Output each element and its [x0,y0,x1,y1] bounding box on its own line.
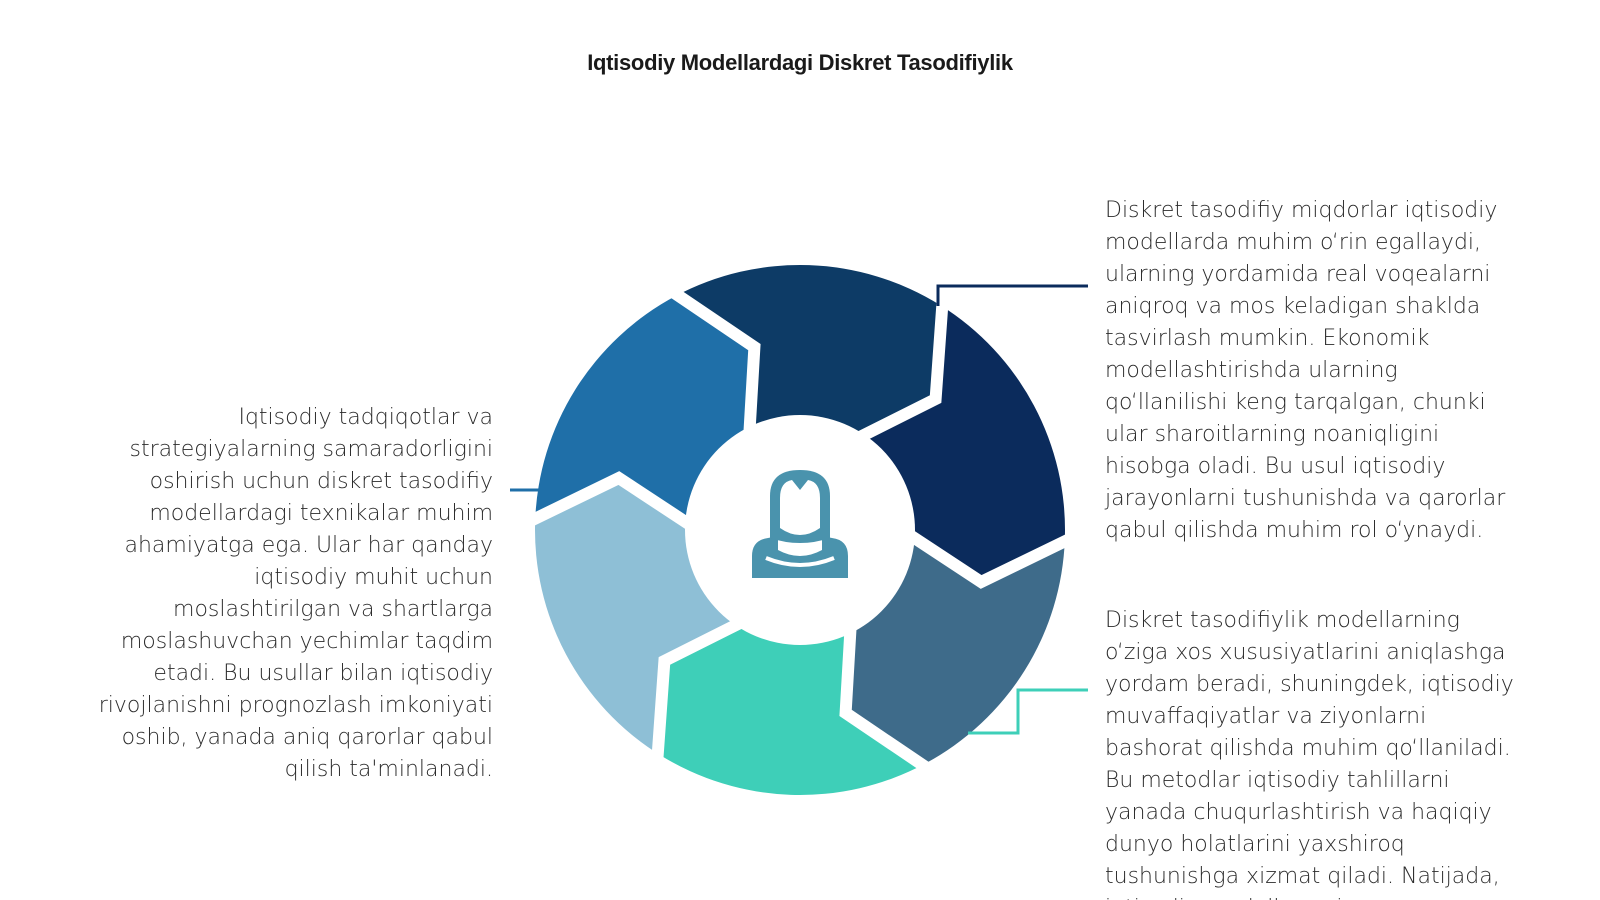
segment-gap-3 [904,528,1072,589]
cycle-segment-4 [659,624,925,795]
segment-gap-1 [670,287,761,435]
right-top-description: Diskret tasodifiy miqdorlar iqtisodiy mo… [1105,198,1506,543]
cycle-segment-3 [845,533,1065,764]
left-description: Iqtisodiy tadqiqotlar va strategiyalarni… [98,405,493,782]
segment-gap-2 [854,301,949,444]
cycle-segment-6 [535,296,755,527]
cycle-segment-1 [675,264,941,436]
connector-right-top [936,284,1088,306]
segment-gaps [528,287,1072,773]
page-title: Iqtisodiy Modellardagi Diskret Tasodifiy… [587,50,1013,75]
segment-gap-5 [651,616,746,759]
segment-gap-4 [839,625,930,773]
person-icon [752,470,848,578]
connector-right-bottom [968,688,1088,735]
segment-gap-6 [528,471,696,532]
right-bottom-description: Diskret tasodifiylik modellarning o‘ziga… [1105,608,1514,900]
